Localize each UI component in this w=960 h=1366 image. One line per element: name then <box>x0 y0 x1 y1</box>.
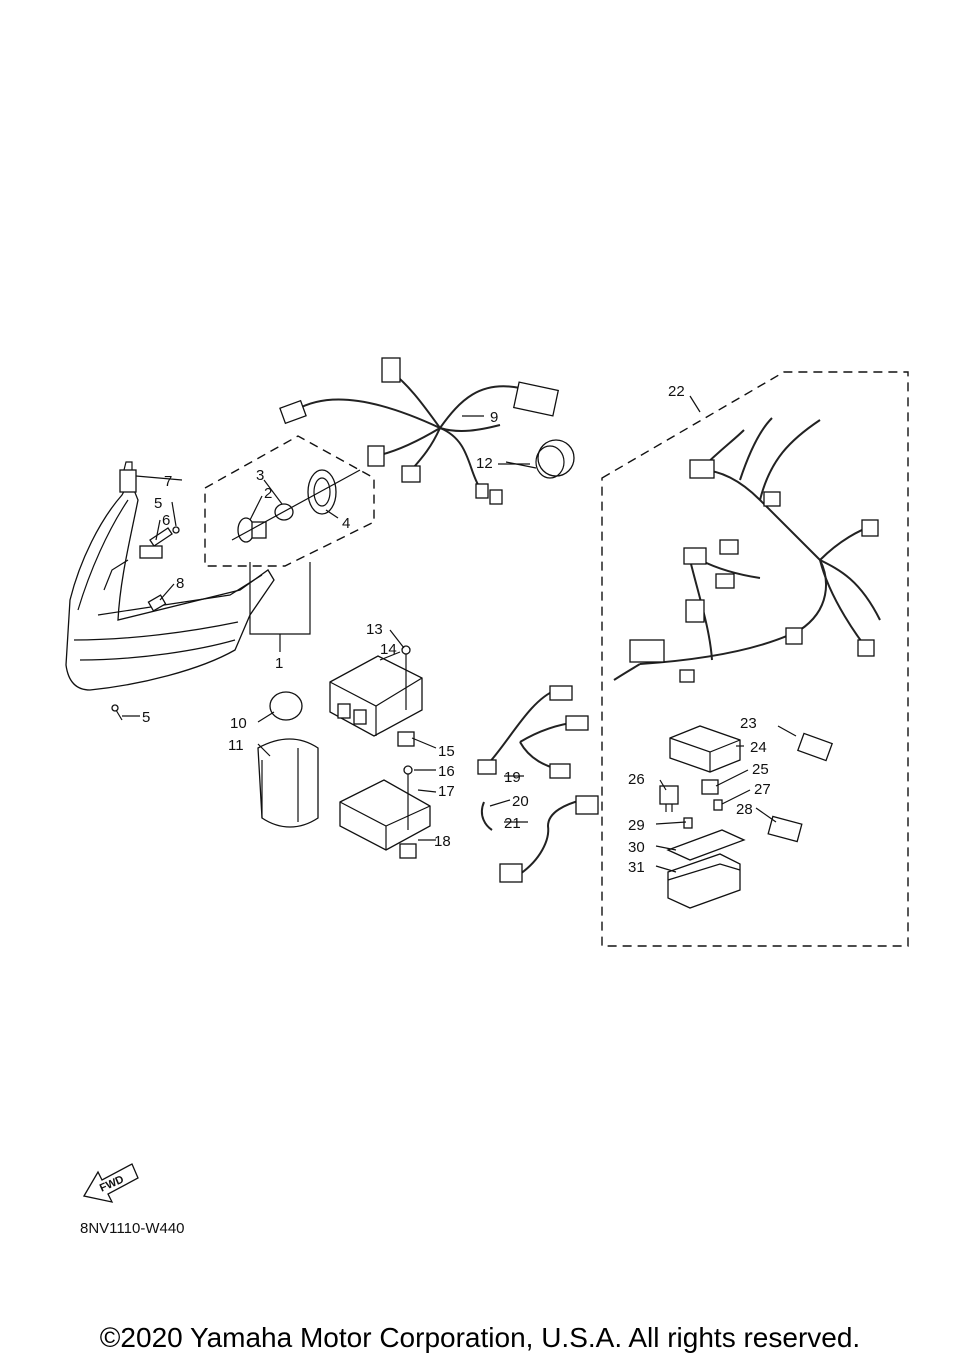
callout-9: 9 <box>490 409 498 426</box>
sleeve-part <box>257 738 319 828</box>
callout-6: 6 <box>162 512 170 529</box>
leader-lines <box>122 395 797 873</box>
callout-20: 20 <box>512 793 529 810</box>
callout-7: 7 <box>164 473 172 490</box>
sub-harness-part <box>477 685 589 779</box>
bulb-part <box>237 517 267 543</box>
diagram-code: 8NV1110-W440 <box>80 1220 185 1237</box>
callout-5-lower: 5 <box>142 709 150 726</box>
callout-17: 17 <box>438 783 455 800</box>
callout-2: 2 <box>264 485 272 502</box>
fuse-box-part-31 <box>667 853 741 909</box>
fuse-label-part-30 <box>666 829 746 861</box>
screw-part-lower <box>111 704 123 721</box>
bulb-assembly-box <box>204 435 375 567</box>
buzzer-part <box>505 439 575 479</box>
callout-8: 8 <box>176 575 184 592</box>
callout-1: 1 <box>275 655 283 672</box>
harness-box <box>601 371 909 947</box>
callout-31: 31 <box>628 859 645 876</box>
callout-26: 26 <box>628 771 645 788</box>
ecu-unit-upper <box>329 645 423 737</box>
fwd-arrow-icon: FWD <box>82 1163 139 1203</box>
callout-16: 16 <box>438 763 455 780</box>
relay-part-23 <box>796 732 834 762</box>
callout-22: 22 <box>668 383 685 400</box>
headlight-cowling <box>65 478 275 691</box>
callout-4: 4 <box>342 515 350 532</box>
callout-14: 14 <box>380 641 397 658</box>
callout-24: 24 <box>750 739 767 756</box>
callout-13: 13 <box>366 621 383 638</box>
band-part <box>269 691 303 721</box>
callout-25: 25 <box>752 761 769 778</box>
copyright-text: ©2020 Yamaha Motor Corporation, U.S.A. A… <box>99 1322 861 1353</box>
lead-wire-part <box>480 795 599 883</box>
callout-21: 21 <box>504 815 521 832</box>
wire-harness-main <box>279 357 560 505</box>
callout-23: 23 <box>740 715 757 732</box>
callout-12: 12 <box>476 455 493 472</box>
callout-3: 3 <box>256 467 264 484</box>
wire-harness-sub <box>613 417 881 683</box>
socket-cover-part <box>307 469 337 515</box>
screw-part <box>139 526 180 559</box>
fuse-part-27 <box>713 799 723 811</box>
connector-part-28 <box>767 815 803 843</box>
callout-18: 18 <box>434 833 451 850</box>
fuse-part-29 <box>683 817 693 829</box>
relay-part-26 <box>659 785 679 812</box>
callout-27: 27 <box>754 781 771 798</box>
fuse-box-cover-part <box>669 725 741 773</box>
grommet-part <box>397 731 415 747</box>
bracket-part <box>119 461 137 493</box>
callout-10: 10 <box>230 715 247 732</box>
callout-28: 28 <box>736 801 753 818</box>
callout-11: 11 <box>228 737 244 754</box>
relay-part-25 <box>701 779 719 795</box>
callout-15: 15 <box>438 743 455 760</box>
callout-30: 30 <box>628 839 645 856</box>
callout-5-upper: 5 <box>154 495 162 512</box>
callout-numbers: 1 2 3 4 5 5 6 7 8 9 10 11 12 13 14 15 16… <box>142 383 771 876</box>
callout-29: 29 <box>628 817 645 834</box>
callout-19: 19 <box>504 769 521 786</box>
ecu-unit-lower <box>339 765 431 859</box>
